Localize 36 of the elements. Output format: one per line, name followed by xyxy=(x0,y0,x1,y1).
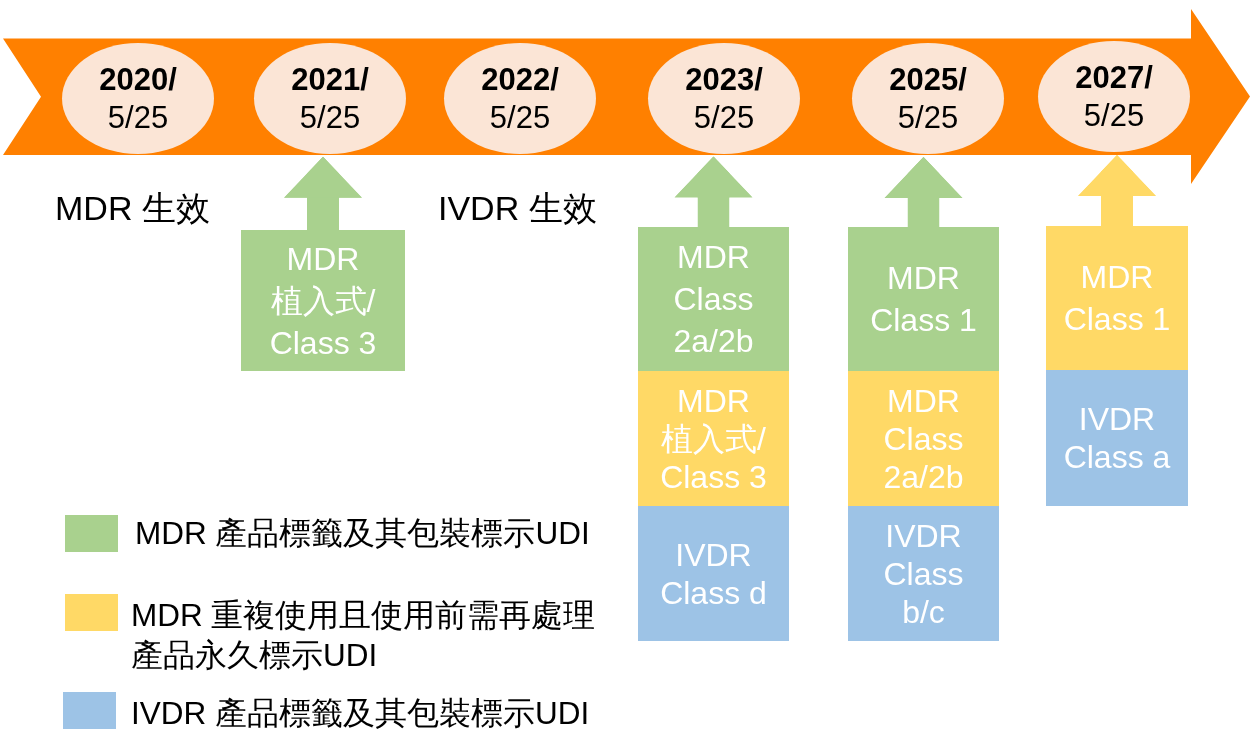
event-label: MDR 生效 xyxy=(55,188,210,228)
device-class-label: MDR Class 2a/2b xyxy=(672,238,755,361)
date-label: 5/25 xyxy=(897,98,959,137)
deadline-box xyxy=(638,506,789,641)
legend-text: IVDR 產品標籤及其包裝標示UDI xyxy=(131,694,590,733)
date-label: 5/25 xyxy=(107,98,169,137)
device-class-label: IVDR Class b/c xyxy=(882,516,965,631)
event-label: IVDR 生效 xyxy=(438,188,597,228)
deadline-box xyxy=(848,506,999,641)
timeline-arrow xyxy=(3,9,1250,184)
device-class-label: MDR Class 1 xyxy=(869,259,978,340)
deadline-box xyxy=(638,371,789,506)
year-label: 2027/ xyxy=(1075,58,1153,97)
year-label: 2023/ xyxy=(685,60,763,99)
date-label: 5/25 xyxy=(489,98,551,137)
device-class-label: MDR Class 2a/2b xyxy=(882,381,965,496)
date-label: 5/25 xyxy=(693,98,755,137)
year-label: 2022/ xyxy=(481,60,559,99)
deadline-box xyxy=(638,227,789,371)
device-class-label: IVDR Class a xyxy=(1062,400,1172,476)
legend-text: MDR 產品標籤及其包裝標示UDI xyxy=(135,514,590,553)
device-class-label: MDR 植入式/ Class 3 xyxy=(659,381,768,496)
year-label: 2020/ xyxy=(99,60,177,99)
date-label: 5/25 xyxy=(299,98,361,137)
deadline-box xyxy=(241,230,405,371)
year-label: 2021/ xyxy=(291,60,369,99)
deadline-box xyxy=(848,371,999,506)
device-class-label: IVDR Class d xyxy=(659,535,768,612)
device-class-label: MDR Class 1 xyxy=(1062,258,1172,339)
deadline-box xyxy=(848,227,999,371)
deadline-box xyxy=(1046,226,1188,370)
year-label: 2025/ xyxy=(889,60,967,99)
deadline-box xyxy=(1046,370,1188,506)
device-class-label: MDR 植入式/ Class 3 xyxy=(268,239,378,363)
legend-text: MDR 重複使用且使用前需再處理產品永久標示UDI xyxy=(131,596,597,675)
date-label: 5/25 xyxy=(1083,96,1145,135)
